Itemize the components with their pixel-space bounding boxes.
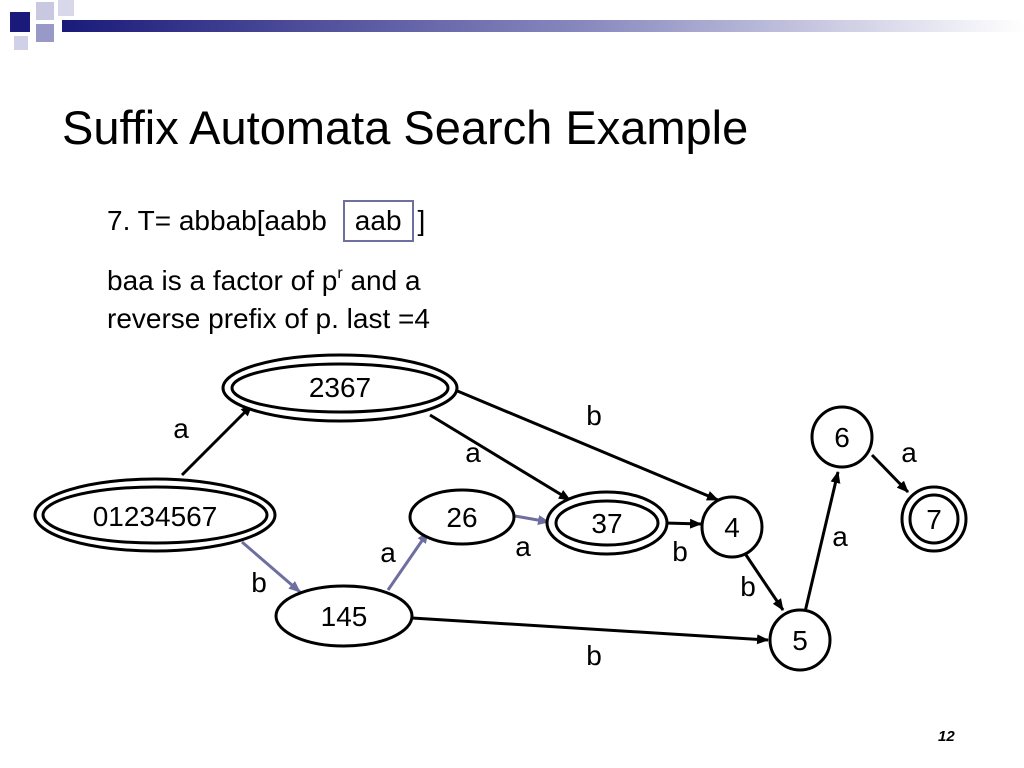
boxed-pattern: aab	[342, 200, 414, 242]
text-line-1-prefix: 7. T= abbab[aabb	[107, 205, 327, 236]
edge-label-6-7: a	[901, 437, 917, 468]
state-5: 5	[768, 608, 832, 672]
edge-label-2367-4: b	[586, 400, 602, 431]
explanation-line-2: reverse prefix of p. last =4	[107, 303, 430, 334]
edge-label-4-5: b	[740, 571, 756, 602]
deco-square	[14, 36, 28, 50]
state-label: 37	[591, 508, 622, 539]
edge-4-5	[744, 554, 785, 611]
explanation-line-1: baa is a factor of pr and a	[107, 262, 430, 300]
state-label: 4	[724, 512, 740, 543]
state-label: 26	[446, 502, 477, 533]
slide-title: Suffix Automata Search Example	[62, 101, 749, 154]
explanation-text: baa is a factor of p	[107, 265, 338, 296]
edge-6-7	[870, 453, 910, 494]
edge-2367-37	[429, 413, 571, 502]
state-6: 6	[810, 405, 874, 469]
edge-145-5	[411, 616, 769, 645]
explanation-text-continued: and a	[342, 265, 421, 296]
edge-label-26-37: a	[515, 531, 531, 562]
deco-square	[36, 2, 54, 20]
edge-2367-4	[454, 388, 719, 502]
deco-square	[10, 12, 30, 32]
deco-square	[36, 24, 54, 42]
edge-01234567-145	[241, 540, 301, 594]
edge-label-145-26: a	[380, 537, 396, 568]
header-decoration	[10, 0, 1024, 50]
edge-label-5-6: a	[832, 521, 848, 552]
explanation-paragraph: baa is a factor of pr and a reverse pref…	[107, 262, 430, 338]
state-label: 145	[321, 601, 368, 632]
edge-label-2367-37: a	[465, 437, 481, 468]
text-line-1-suffix: ]	[417, 205, 426, 236]
state-37: 37	[545, 490, 669, 556]
slide-number: 12	[938, 728, 955, 745]
state-4: 4	[700, 495, 764, 559]
edge-145-26	[386, 531, 430, 591]
header-gradient-bar	[62, 20, 1024, 32]
state-label: 2367	[309, 372, 371, 403]
edge-01234567-2367	[180, 403, 254, 477]
state-label: 6	[834, 422, 850, 453]
edge-5-6	[803, 471, 841, 613]
superscript-r: r	[337, 265, 343, 282]
state-label: 01234567	[93, 501, 218, 532]
edge-label-145-5: b	[586, 640, 602, 671]
deco-square	[58, 0, 74, 16]
state-7: 7	[900, 485, 968, 553]
edge-label-01234567-145: b	[251, 567, 267, 598]
state-2367: 2367	[221, 353, 459, 423]
state-145: 145	[274, 584, 414, 648]
state-label: 7	[926, 504, 942, 535]
state-26: 26	[408, 488, 516, 546]
state-label: 5	[792, 625, 808, 656]
text-line-1: 7. T= abbab[aabb aab]	[107, 200, 425, 242]
edge-label-01234567-2367: a	[173, 413, 189, 444]
edge-37-4	[664, 518, 702, 529]
edge-label-37-4: b	[672, 536, 688, 567]
edge-26-37	[514, 514, 550, 526]
state-01234567: 01234567	[33, 477, 277, 553]
